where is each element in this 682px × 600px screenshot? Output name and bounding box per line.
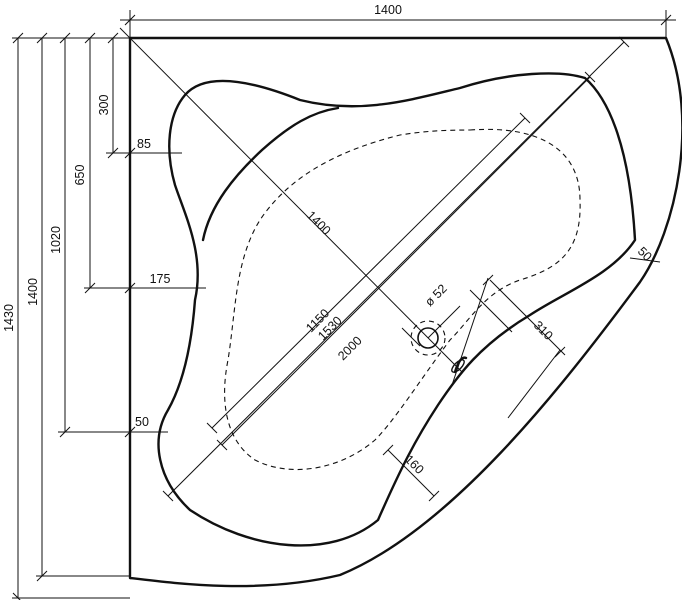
height-300-label: 300 [97, 95, 111, 116]
tub-outer-outline [128, 36, 682, 588]
corner-diagonal-line [119, 27, 463, 373]
overflow-slot [451, 359, 465, 373]
top-tick-left [124, 14, 136, 26]
tick-50-wall [124, 426, 136, 438]
drain-leader [427, 305, 461, 339]
dim-160-label: 160 [402, 452, 427, 477]
inner-basin-rim [157, 72, 637, 547]
tick-160-b [428, 490, 440, 502]
diag-2000-label: 2000 [335, 334, 365, 364]
height-1430-label: 1430 [2, 304, 16, 332]
offset-50-left-label: 50 [135, 415, 149, 429]
offset-50-right-line [629, 257, 661, 263]
tick-175-wall [124, 282, 136, 294]
tick-85-wall [124, 147, 136, 159]
tick-1400-bottom [36, 570, 48, 582]
dim-310-ext-b [451, 277, 489, 386]
height-1020-label: 1020 [49, 226, 63, 254]
backrest-curve [201, 106, 340, 242]
tick-650-top [84, 32, 96, 44]
tick-310-b [554, 346, 566, 358]
tick-1430-top [12, 32, 24, 44]
diag-ticks [162, 36, 630, 502]
tick-310-a [482, 274, 494, 286]
tick-650-bottom [84, 282, 96, 294]
offset-175-label: 175 [150, 272, 171, 286]
diag-line-2000 [167, 41, 625, 497]
tick-160-a [382, 444, 394, 456]
tick-1400-top [36, 32, 48, 44]
diag-line-1530 [221, 76, 591, 446]
height-1400-label: 1400 [26, 278, 40, 306]
diagonal-1400-label: 1400 [304, 208, 334, 238]
offset-85-label: 85 [137, 137, 151, 151]
dim-160-line [387, 449, 435, 497]
drain-dashed-ring [410, 320, 446, 356]
dim-310-ext-c [507, 349, 561, 419]
top-width-label: 1400 [374, 3, 402, 17]
dim-310-label: 310 [531, 318, 556, 343]
tick-1020-top [59, 32, 71, 44]
tick-1020-bottom [59, 426, 71, 438]
drain-circle [417, 327, 439, 349]
diag-line-1150 [211, 117, 526, 429]
tick-300-bottom [107, 147, 119, 159]
drain-diameter-label: ø 52 [422, 282, 450, 310]
height-650-label: 650 [73, 165, 87, 186]
tick-1430-bottom [12, 592, 21, 600]
top-tick-right [660, 14, 672, 26]
tick-300-top [107, 32, 119, 44]
floor-outline-dashed [224, 128, 581, 471]
dim-310-line [489, 279, 566, 356]
dim-310-ext-a [469, 289, 513, 333]
drain-cross-1 [401, 327, 421, 347]
